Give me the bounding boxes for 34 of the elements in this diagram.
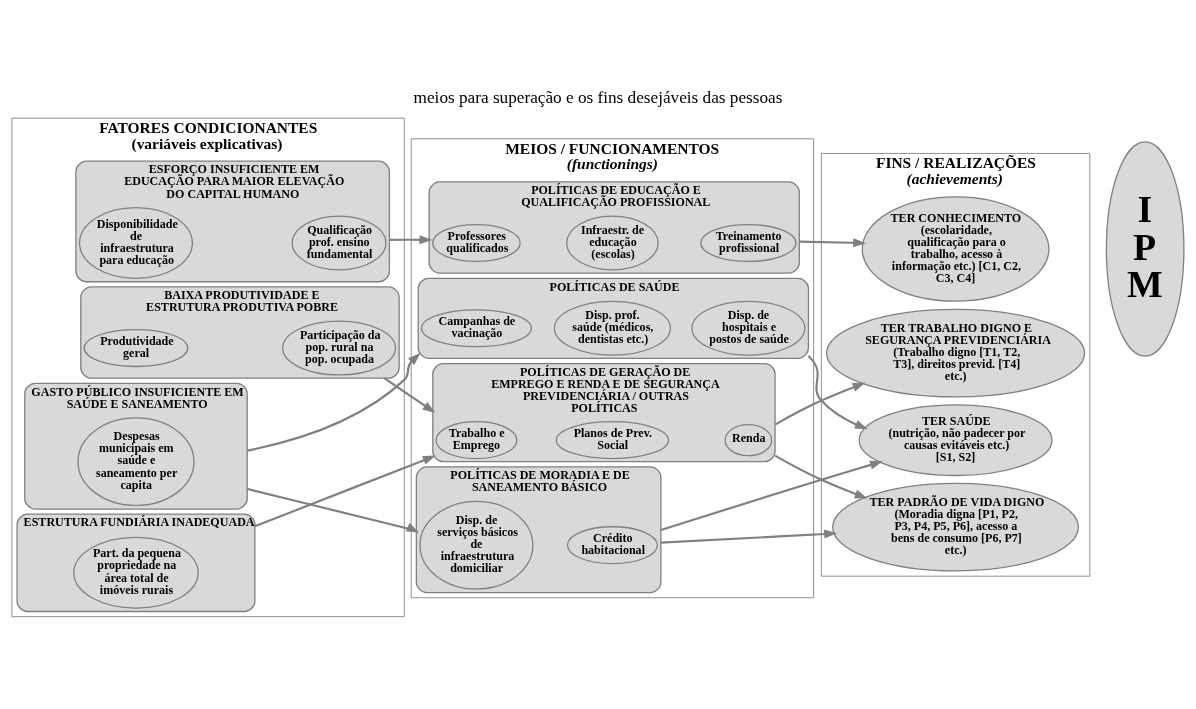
node-ellipse: Crédito habitacional <box>566 526 658 565</box>
arrow <box>254 455 436 528</box>
arrow <box>799 238 867 248</box>
arrow <box>383 377 436 413</box>
arrow <box>246 352 421 452</box>
node-ellipse: I P M <box>1105 141 1185 357</box>
node-ellipse: Disp. de serviços básicos de infraestrutura domiciliar <box>419 500 534 590</box>
node-ellipse: Qualificação prof. ensino fundamental <box>291 215 387 271</box>
arrow <box>774 382 866 426</box>
node-ellipse: Trabalho e Emprego <box>435 421 518 460</box>
arrow <box>807 355 868 430</box>
node-ellipse: Treinamento profissional <box>700 223 797 263</box>
arrow <box>774 454 868 499</box>
arrow <box>246 487 420 533</box>
node-ellipse: TER SAÚDE (nutrição, não padecer por causas evitáveis etc.) [S1, S2] <box>858 404 1053 477</box>
node-ellipse: Planos de Prev. Social <box>555 421 670 460</box>
node-ellipse: TER PADRÃO DE VIDA DIGNO (Moradia digna [P1, P2, P3, P4, P5, P6], acesso a bens de consumo [P6, P7] etc.) <box>832 482 1080 572</box>
diagram-title: meios para superação e os fins desejáveis das pessoas <box>413 87 783 107</box>
node-ellipse: Produtividade geral <box>83 328 189 368</box>
node-ellipse: Infraestr. de educação (escolas) <box>566 215 659 271</box>
node-ellipse: Disp. prof. saúde (médicos, dentistas etc.) <box>553 300 672 356</box>
node-ellipse: Renda <box>724 424 773 457</box>
node-ellipse: Part. da pequena propriedade na área total de imóveis rurais <box>73 536 199 609</box>
node-ellipse: Disp. de hospitais e postos de saúde <box>691 300 806 356</box>
node-ellipse: Professores qualificados <box>432 223 521 263</box>
arrow <box>660 529 838 544</box>
node-ellipse: Despesas municipais em saúde e saneamento per capita <box>77 417 195 507</box>
node-ellipse: Campanhas de vacinação <box>420 309 532 348</box>
node-ellipse: TER TRABALHO DIGNO E SEGURANÇA PREVIDENCIÁRIA (Trabalho digno [T1, T2, T3], direitos previd. [T4] etc.) <box>825 308 1086 398</box>
arrow <box>660 460 883 531</box>
node-ellipse: Participação da pop. rural na pop. ocupada <box>282 320 397 376</box>
arrow <box>389 235 433 245</box>
node-ellipse: TER CONHECIMENTO (escolaridade, qualificação para o trabalho, acesso à informação etc.) [C1, C2, C3, C4] <box>861 196 1050 302</box>
node-ellipse: Disponibilidade de infraestrutura para educação <box>78 207 194 279</box>
